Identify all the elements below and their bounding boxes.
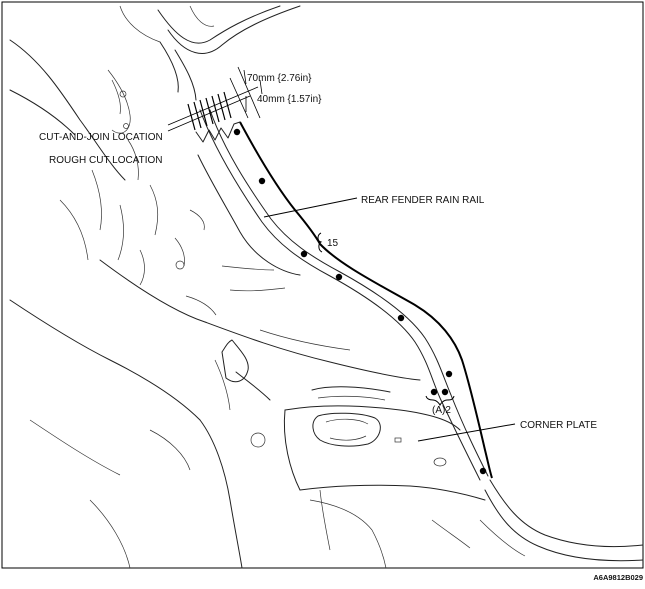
weld-point xyxy=(233,128,241,136)
rear-fender-rain-rail-label: REAR FENDER RAIN RAIL xyxy=(361,195,485,206)
dim-40-label: 40mm {1.57in} xyxy=(257,94,322,105)
corner-plate-label: CORNER PLATE xyxy=(520,420,597,431)
weld-point xyxy=(258,177,266,185)
dimension-lines xyxy=(167,66,263,132)
rough-cut-label: ROUGH CUT LOCATION xyxy=(49,155,163,166)
leader-lines xyxy=(263,197,516,442)
weld-point xyxy=(430,388,438,396)
weld-point xyxy=(441,388,449,396)
figure-code: A6A9812B029 xyxy=(593,573,643,582)
weld-point xyxy=(300,250,308,258)
brace-15 xyxy=(317,232,323,253)
brace-a2 xyxy=(425,395,455,407)
dim-70-label: 70mm {2.76in} xyxy=(247,73,312,84)
rear-fender-rain-rail xyxy=(195,109,493,481)
weld-point xyxy=(445,370,453,378)
weld-point xyxy=(397,314,405,322)
diagram-frame xyxy=(1,1,644,569)
weld-spots xyxy=(233,128,487,475)
weld-point xyxy=(479,467,487,475)
weld-count-a2-label: (A)2 xyxy=(432,405,451,416)
cut-and-join-label: CUT-AND-JOIN LOCATION xyxy=(39,132,163,143)
weld-point xyxy=(335,273,343,281)
vehicle-body-outline xyxy=(9,5,644,569)
cut-and-join-hatch xyxy=(187,91,232,131)
weld-count-15-label: 15 xyxy=(327,238,339,249)
